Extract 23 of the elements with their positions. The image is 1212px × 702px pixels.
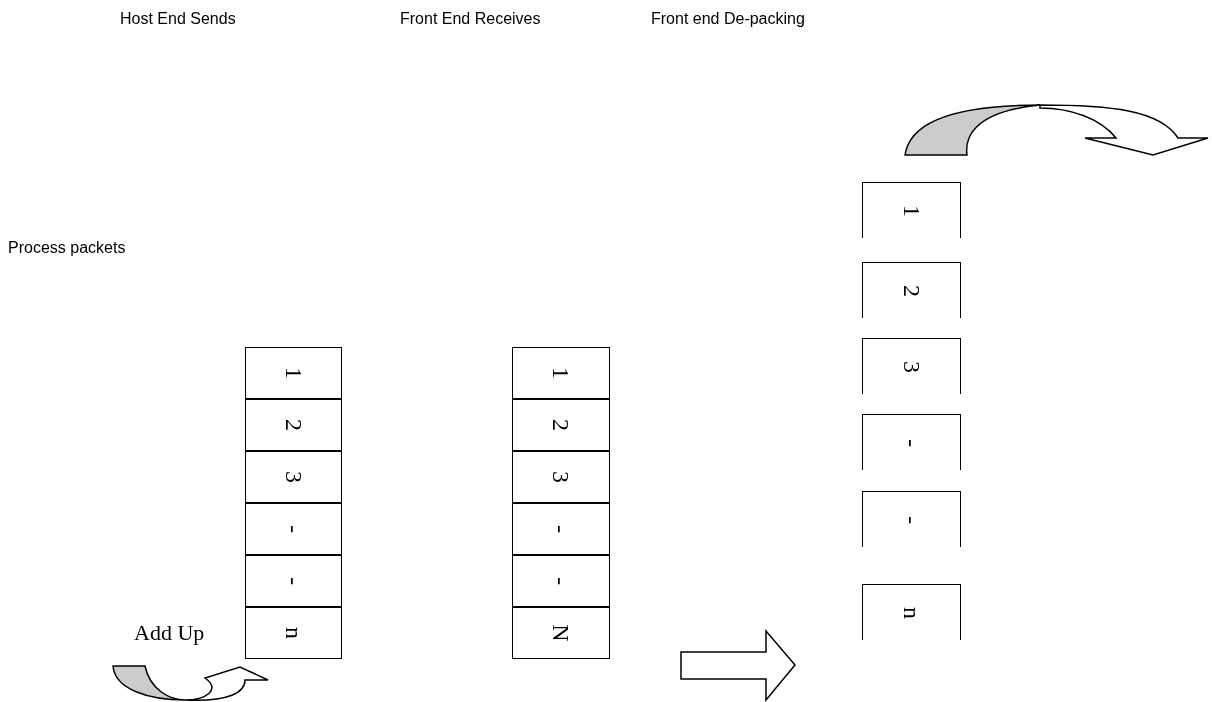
packet-cell: - xyxy=(245,503,342,555)
packet-cell: 1 xyxy=(512,347,610,399)
column-heading: Front End Receives xyxy=(400,10,541,28)
column-heading: Host End Sends xyxy=(120,10,236,28)
packet-cell: 2 xyxy=(245,399,342,451)
packet-cell: - xyxy=(512,555,610,607)
packet-cell: 2 xyxy=(512,399,610,451)
packet-cell: - xyxy=(862,414,961,470)
packet-cell: - xyxy=(862,491,961,547)
packet-cell: N xyxy=(512,607,610,659)
packet-cell: 1 xyxy=(245,347,342,399)
step-label: Process packets xyxy=(8,239,126,257)
packet-cell: - xyxy=(245,555,342,607)
packet-cell: n xyxy=(245,607,342,659)
packet-cell: 3 xyxy=(512,451,610,503)
packet-cell: n xyxy=(862,584,961,640)
packet-cell: 2 xyxy=(862,262,961,318)
packet-cell: - xyxy=(512,503,610,555)
column-heading: Front end De-packing xyxy=(651,10,805,28)
packet-cell: 3 xyxy=(862,338,961,394)
packet-cell: 1 xyxy=(862,182,961,238)
packet-cell: 3 xyxy=(245,451,342,503)
step-label: Add Up xyxy=(134,620,205,646)
